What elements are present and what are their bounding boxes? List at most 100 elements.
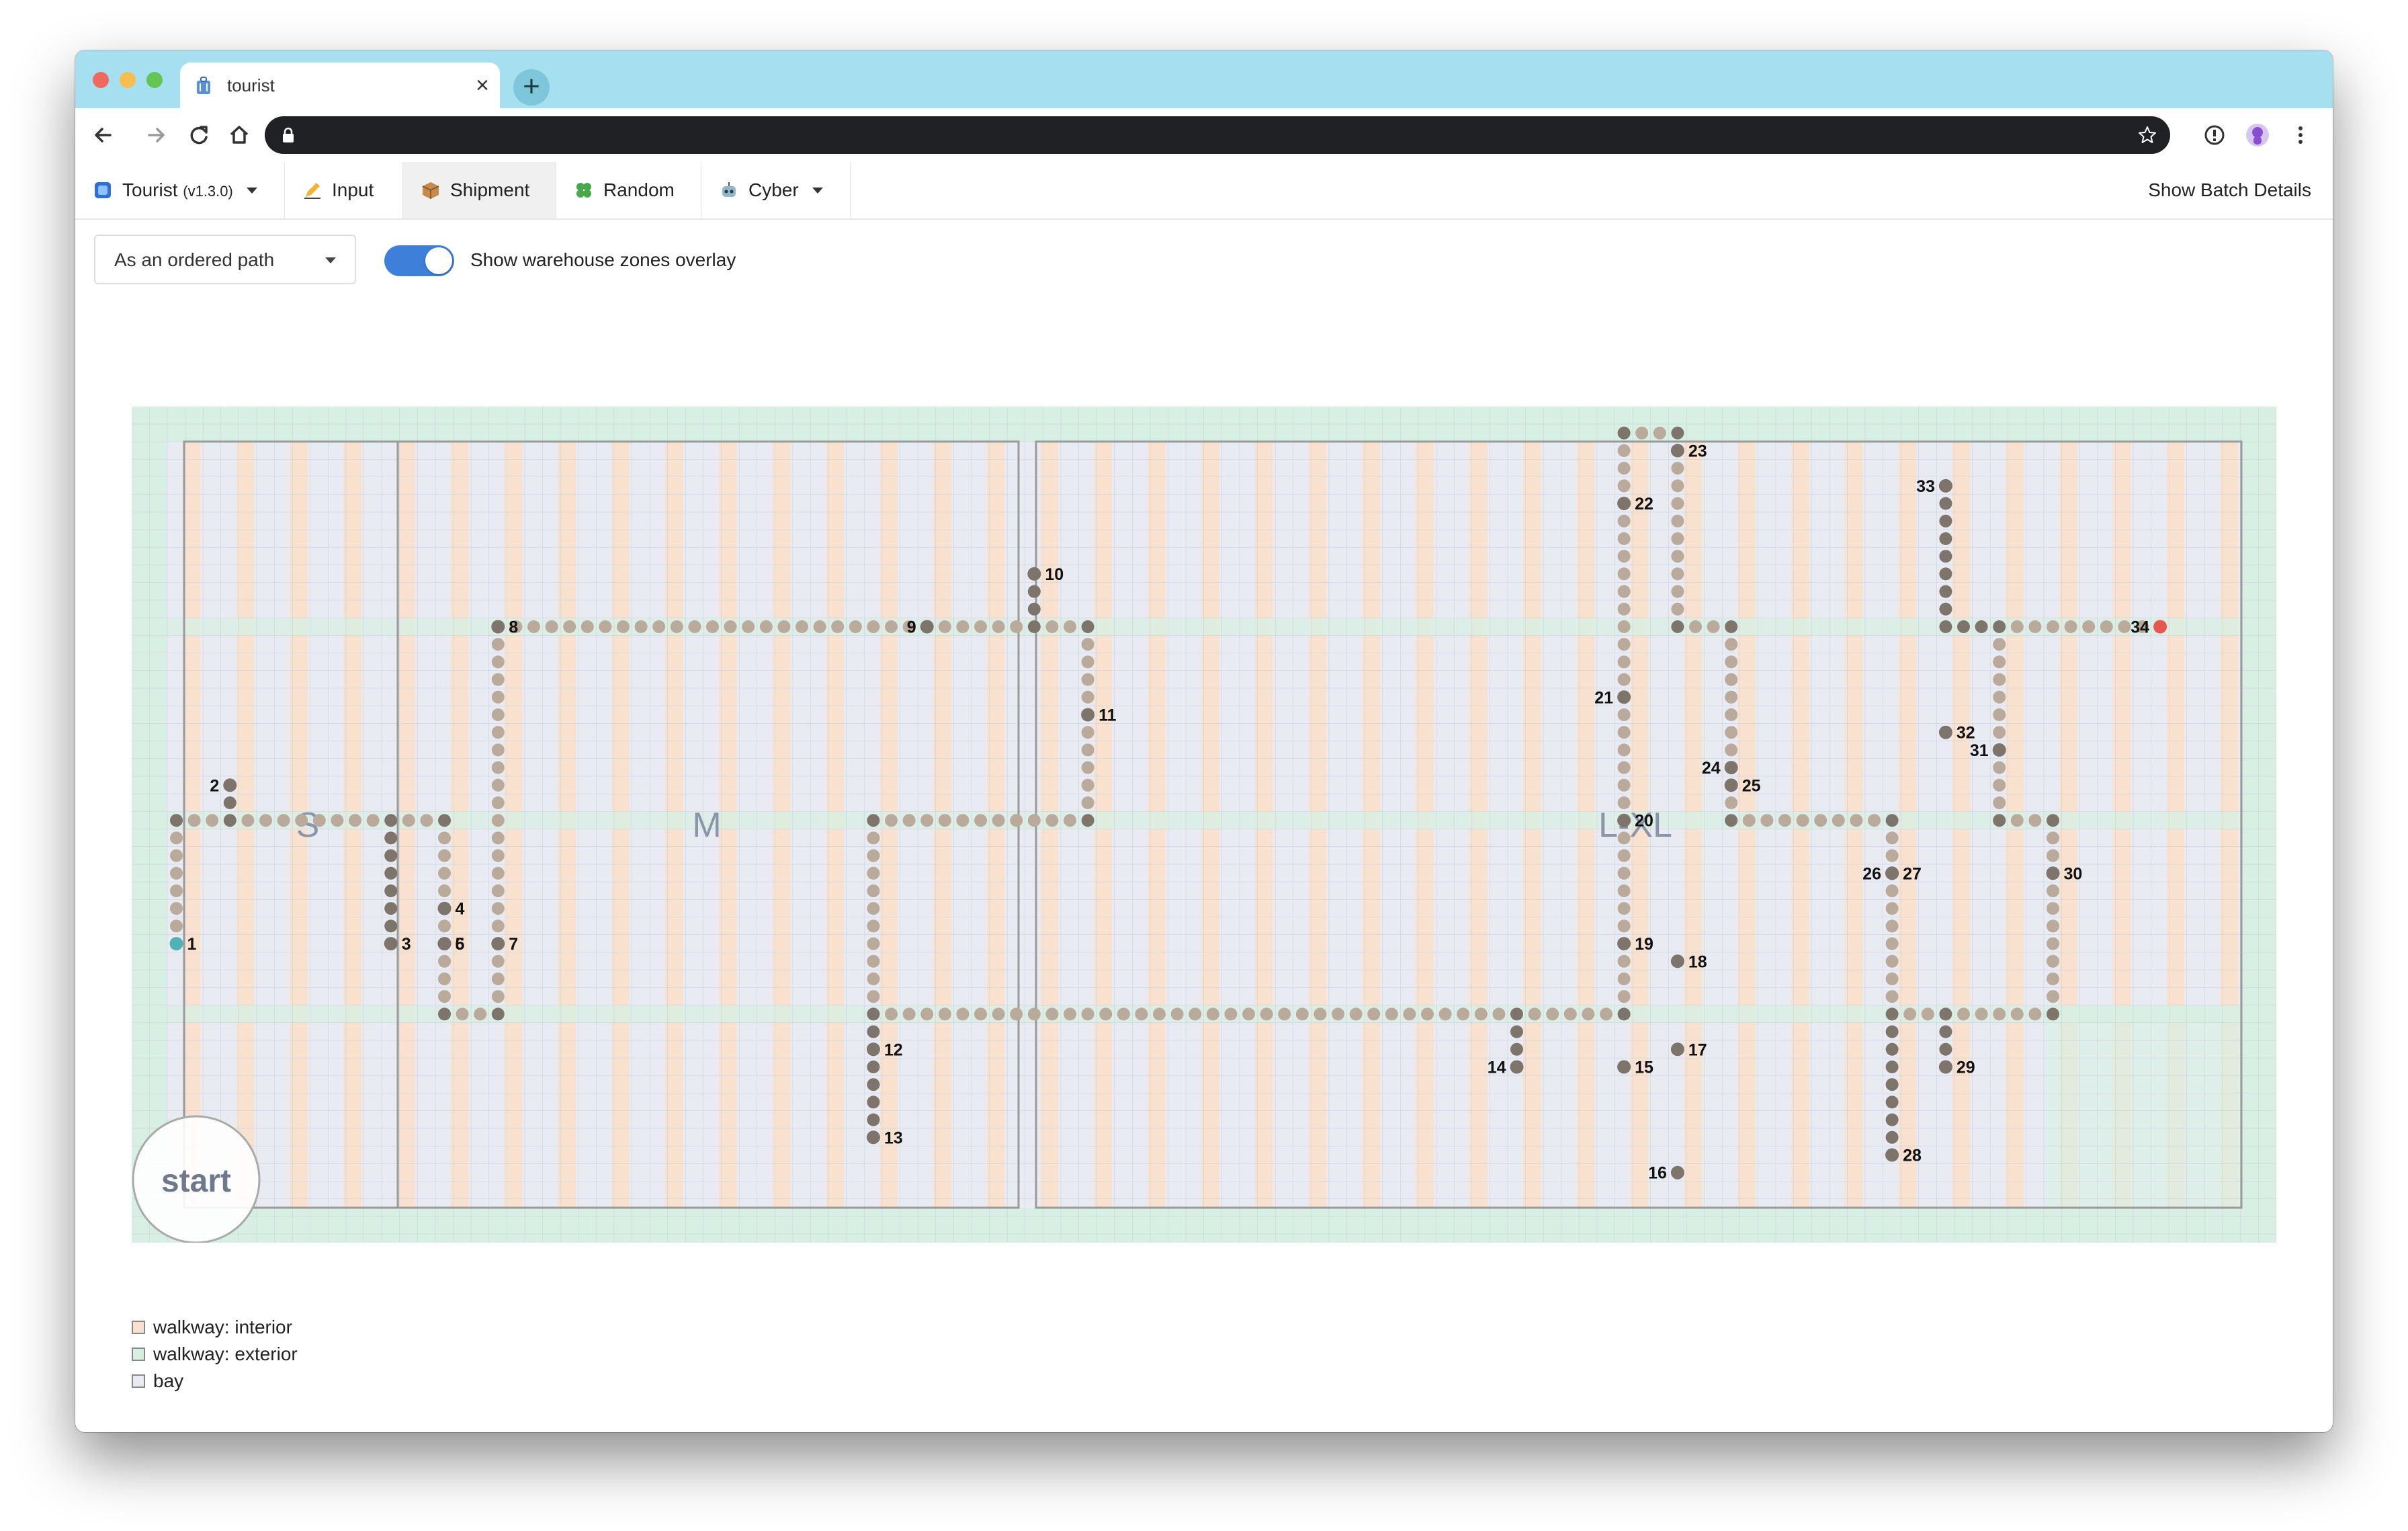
stop-dot-3[interactable]: [384, 937, 398, 951]
stop-label-10: 10: [1045, 565, 1064, 584]
path-dot: [1993, 690, 2006, 704]
menu-tourist-dropdown[interactable]: Tourist (v1.3.0): [75, 162, 285, 218]
chevron-down-icon: [246, 187, 257, 194]
stop-dot-11[interactable]: [1081, 708, 1095, 722]
menu-cyber-dropdown[interactable]: Cyber: [701, 162, 851, 218]
stop-label-15: 15: [1635, 1059, 1653, 1077]
stop-dot-33[interactable]: [1938, 479, 1952, 493]
path-dot: [1081, 655, 1094, 669]
package-icon: [422, 182, 439, 199]
stop-dot-32[interactable]: [1938, 725, 1952, 739]
stop-dot-8[interactable]: [491, 620, 505, 634]
path-dot: [1885, 814, 1899, 827]
show-batch-details-link[interactable]: Show Batch Details: [2148, 179, 2311, 200]
extension-icon[interactable]: [2200, 120, 2229, 150]
minimize-window-button[interactable]: [120, 72, 136, 88]
stop-dot-7[interactable]: [491, 937, 505, 951]
path-dot: [1885, 1042, 1899, 1056]
menu-random[interactable]: Random: [556, 162, 701, 218]
path-dot: [1617, 919, 1631, 933]
stop-dot-17[interactable]: [1670, 1042, 1684, 1057]
stop-dot-14[interactable]: [1510, 1060, 1524, 1074]
back-icon[interactable]: [86, 118, 121, 153]
stop-dot-19[interactable]: [1617, 937, 1631, 951]
address-bar[interactable]: [265, 116, 2170, 154]
stop-dot-23[interactable]: [1670, 444, 1684, 458]
stop-dot-22[interactable]: [1617, 497, 1631, 511]
chevron-down-icon: [812, 187, 823, 194]
stop-dot-20[interactable]: [1617, 813, 1631, 827]
path-dot: [1957, 620, 1970, 633]
browser-toolbar: [75, 108, 2333, 163]
path-dot: [491, 866, 505, 880]
stop-dot-27[interactable]: [1885, 866, 1899, 880]
stop-dot-15[interactable]: [1617, 1060, 1631, 1074]
view-mode-select[interactable]: As an ordered path: [94, 235, 356, 284]
reload-icon[interactable]: [181, 118, 216, 153]
stop-dot-13[interactable]: [866, 1130, 880, 1145]
path-dot: [1617, 462, 1631, 475]
path-dot: [259, 814, 272, 827]
path-dot: [1725, 620, 1738, 633]
stop-dot-9[interactable]: [920, 620, 934, 634]
stop-dot-21[interactable]: [1617, 690, 1631, 704]
stop-dot-25[interactable]: [1724, 778, 1738, 792]
profile-avatar-icon[interactable]: [2243, 120, 2272, 150]
stop-dot-28[interactable]: [1885, 1148, 1899, 1162]
path-dot: [1939, 550, 1952, 563]
stop-dot-1[interactable]: [169, 937, 183, 951]
stop-dot-18[interactable]: [1670, 954, 1684, 968]
start-marker[interactable]: start: [132, 1115, 261, 1243]
path-dot: [1993, 708, 2006, 721]
chevron-down-icon: [325, 257, 336, 263]
path-dot: [938, 1007, 951, 1021]
path-dot: [491, 973, 505, 985]
stop-dot-4[interactable]: [437, 901, 452, 915]
zones-overlay-toggle[interactable]: [384, 245, 454, 276]
maximize-window-button[interactable]: [146, 72, 163, 88]
stop-dot-31[interactable]: [1992, 743, 2006, 757]
stop-dot-30[interactable]: [2046, 866, 2060, 880]
path-dot: [1617, 866, 1631, 880]
path-dot: [1885, 919, 1899, 933]
path-dot: [2010, 620, 2024, 633]
path-dot: [1617, 708, 1631, 721]
stop-label-27: 27: [1903, 864, 1922, 883]
path-dot: [1528, 1007, 1541, 1021]
path-dot: [402, 814, 415, 827]
stop-dot-16[interactable]: [1670, 1165, 1684, 1180]
browser-tab[interactable]: tourist ×: [180, 63, 500, 108]
path-dot: [1546, 1007, 1559, 1021]
path-dot: [1617, 884, 1631, 897]
path-dot: [902, 814, 916, 827]
path-dot: [1081, 673, 1094, 686]
new-tab-button[interactable]: +: [513, 69, 550, 106]
stop-label-14: 14: [1488, 1059, 1506, 1077]
path-dot: [1385, 1007, 1398, 1021]
forward-icon[interactable]: [138, 118, 173, 153]
path-dot: [1332, 1007, 1344, 1021]
home-icon[interactable]: [222, 118, 257, 153]
stop-dot-6[interactable]: [437, 937, 452, 951]
stop-dot-2[interactable]: [223, 778, 237, 792]
bookmark-star-icon[interactable]: [2137, 124, 2158, 146]
path-dot: [1671, 585, 1684, 598]
menu-shipment[interactable]: Shipment: [403, 162, 556, 218]
menu-input[interactable]: Input: [285, 162, 403, 218]
path-dot: [170, 814, 183, 827]
close-window-button[interactable]: [93, 72, 109, 88]
stop-dot-29[interactable]: [1938, 1060, 1952, 1074]
browser-menu-icon[interactable]: [2286, 120, 2315, 150]
clover-icon: [576, 183, 591, 198]
path-dot: [1492, 1007, 1506, 1021]
path-dot: [1027, 1007, 1041, 1021]
stop-dot-34[interactable]: [2153, 620, 2167, 634]
path-dot: [1742, 814, 1756, 827]
close-tab-icon[interactable]: ×: [476, 73, 489, 98]
path-dot: [1064, 620, 1076, 633]
stop-dot-12[interactable]: [866, 1042, 880, 1057]
stop-dot-10[interactable]: [1027, 567, 1041, 581]
path-dot: [1975, 620, 1988, 633]
stop-dot-24[interactable]: [1724, 761, 1738, 775]
